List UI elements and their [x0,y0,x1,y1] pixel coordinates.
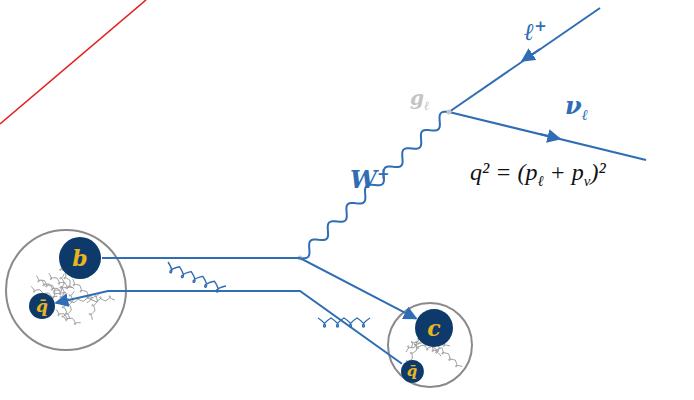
red-line [0,0,146,124]
particle-label: gℓ [410,88,429,108]
quark-circle: q̄ [401,360,424,383]
formula-label: q² = (pℓ + pν)² [470,160,606,184]
neutrino-arrow [540,134,560,139]
quark-label: q̄ [401,360,424,383]
lepton-arrow [522,49,540,61]
quark-line [56,291,402,364]
vertex [447,110,452,115]
particle-label: ℓ+ [524,20,547,44]
quark-label: b [59,237,101,279]
gluon-line [168,262,226,292]
gluon-texture [31,264,462,367]
quark-line [102,258,416,319]
gluon-squiggle [442,347,462,366]
quark-label: c [415,309,453,347]
charm-meson [388,303,472,387]
quark-circle: c [415,309,453,347]
quark-label: q̄ [29,293,55,319]
quark-circle: q̄ [29,293,55,319]
quark-circle: b [59,237,101,279]
gluon-squiggle [66,291,74,319]
neutrino-line [449,112,646,160]
gluon-squiggle [56,309,81,324]
gluon-squiggle [41,280,66,295]
particle-label: W+ [350,168,389,192]
particle-label: νℓ [565,94,588,118]
w-boson-line [300,112,449,258]
